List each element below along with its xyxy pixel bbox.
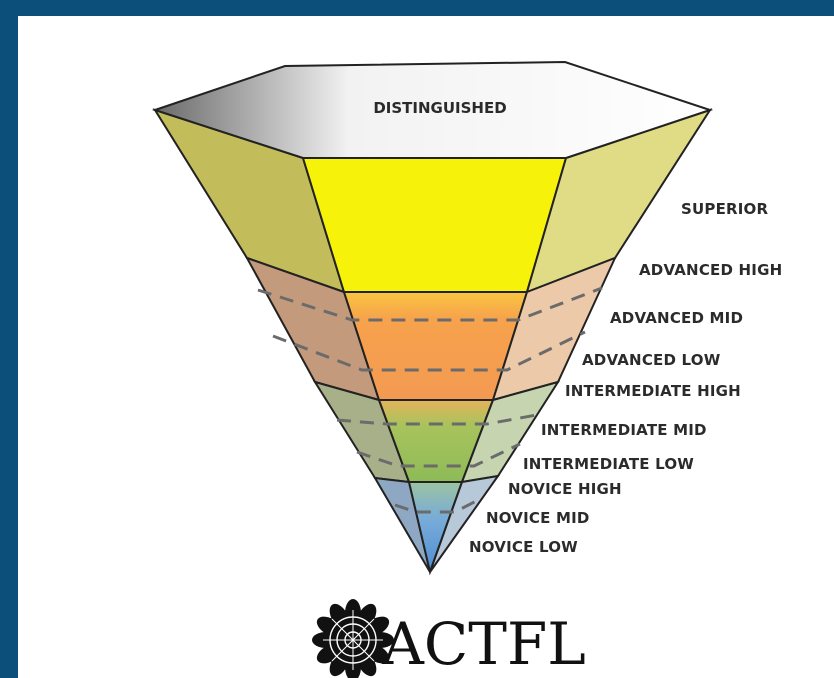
label-superior: SUPERIOR (681, 200, 769, 218)
label-intermediate-high: INTERMEDIATE HIGH (565, 382, 741, 400)
label-novice-low: NOVICE LOW (469, 538, 578, 556)
logo-text: ACTFL (381, 610, 586, 678)
sublevel-dashes (257, 286, 603, 514)
label-distinguished: DISTINGUISHED (373, 99, 506, 117)
label-novice-high: NOVICE HIGH (508, 480, 622, 498)
band-superior (152, 108, 713, 294)
top-face-distinguished (151, 60, 714, 159)
label-intermediate-mid: INTERMEDIATE MID (541, 421, 707, 439)
label-intermediate-low: INTERMEDIATE LOW (523, 455, 694, 473)
label-advanced-low: ADVANCED LOW (582, 351, 721, 369)
flower-mandala-icon (312, 599, 394, 678)
label-advanced-mid: ADVANCED MID (610, 309, 743, 327)
band-intermediate (312, 380, 561, 484)
band-novice (373, 474, 501, 576)
label-novice-mid: NOVICE MID (486, 509, 590, 527)
label-advanced-high: ADVANCED HIGH (639, 261, 782, 279)
